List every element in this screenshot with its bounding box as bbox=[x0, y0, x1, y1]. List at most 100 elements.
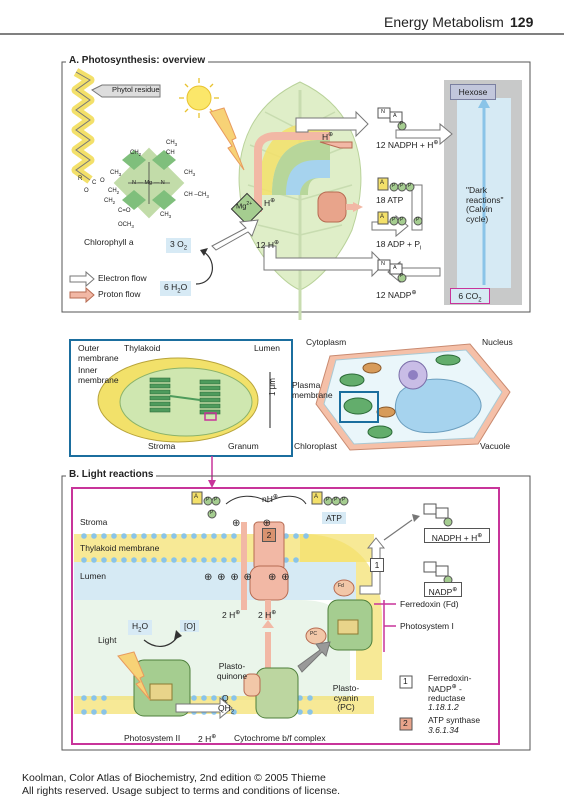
zoom-link-arrow bbox=[208, 480, 216, 488]
nad-letter-n-2: N bbox=[381, 261, 385, 267]
struct-ch2-b: CH2 bbox=[108, 188, 120, 196]
hexose-box: Hexose bbox=[450, 84, 496, 100]
legend-box2-num: 2 bbox=[403, 718, 408, 728]
legend-atp-synthase-box bbox=[399, 717, 413, 731]
adp-letter-p-3: P bbox=[416, 217, 420, 223]
cytochrome-label: Cytochrome b/f complex bbox=[234, 733, 326, 743]
pc-mark: PC bbox=[310, 631, 317, 637]
section-a-frame bbox=[61, 61, 531, 313]
adp-to-nh-arrow bbox=[225, 495, 269, 505]
struct-ch3-4: CH3 bbox=[160, 212, 172, 220]
stroma-protons: ⊕ ⊕ bbox=[232, 518, 272, 529]
struct-och3: OCH3 bbox=[118, 222, 134, 230]
adp-b-letter-p3: P bbox=[210, 510, 214, 516]
header-title: Energy Metabolism bbox=[384, 14, 504, 30]
ferredoxin-label: Ferredoxin (Fd) bbox=[400, 599, 459, 609]
atp-b-letter-a: A bbox=[314, 494, 319, 500]
nad-letter-p-2: P bbox=[400, 273, 404, 279]
water-label-b: H2O bbox=[128, 620, 153, 635]
h-plus-top: H⊕ bbox=[322, 131, 334, 142]
atp-letter-a-1: A bbox=[380, 180, 385, 186]
cytochrome-bf bbox=[243, 667, 299, 719]
chloroplast-inner bbox=[119, 367, 253, 437]
lumen-label-b: Lumen bbox=[80, 571, 106, 581]
adp-letter-p-1: P bbox=[392, 217, 396, 223]
struct-ch3-3: CH3 bbox=[184, 170, 196, 178]
stroma-label-inset: Stroma bbox=[148, 441, 176, 451]
adp-icon-b bbox=[191, 491, 221, 519]
h12-label: 12 H⊕ bbox=[256, 239, 279, 250]
water-split-arrowhead bbox=[200, 248, 208, 256]
water-oxidation-arrowhead bbox=[174, 630, 182, 640]
plastocyanin-label: Plasto- cyanin (PC) bbox=[332, 683, 360, 713]
vacuole-label: Vacuole bbox=[480, 441, 511, 451]
nadp-box-b: NADP⊕ bbox=[424, 582, 462, 597]
atp18-label: 18 ATP bbox=[376, 195, 404, 205]
mg-diamond bbox=[230, 192, 264, 226]
two-h-label-2: 2 H⊕ bbox=[258, 609, 277, 620]
legend-proton-arrow bbox=[69, 286, 95, 304]
legend-fnr-box bbox=[399, 675, 413, 689]
thylakoid-label: Thylakoid bbox=[124, 343, 161, 353]
atp-arrow-head bbox=[353, 202, 363, 212]
water-label: 6 H2O bbox=[160, 281, 192, 296]
photosystem-i-label: Photosystem I bbox=[400, 621, 454, 631]
footer-line-1: Koolman, Color Atlas of Biochemistry, 2n… bbox=[22, 772, 326, 784]
stroma-lamella bbox=[169, 395, 201, 401]
scale-label: 1 μm bbox=[268, 378, 277, 396]
fd-mark: Fd bbox=[338, 583, 344, 589]
lumen-lower bbox=[74, 600, 350, 700]
chloroplast-label: Chloroplast bbox=[294, 441, 337, 451]
atp-b-letter-p2: P bbox=[334, 497, 338, 503]
nadp12-label: 12 NADP⊕ bbox=[376, 289, 417, 300]
legend-electron-flow: Electron flow bbox=[98, 273, 147, 283]
nucleus-label: Nucleus bbox=[482, 337, 513, 347]
adp-icon-a bbox=[377, 211, 423, 226]
atp-letter-p-3: P bbox=[408, 183, 412, 189]
nad-letter-a-2: A bbox=[393, 265, 397, 271]
struct-ch3-2: CH3 bbox=[110, 170, 122, 178]
proton-arrowhead bbox=[262, 620, 274, 628]
atp-letter-p-2: P bbox=[400, 183, 404, 189]
lumen-region bbox=[74, 562, 356, 600]
nadph-out-arrowhead bbox=[412, 514, 420, 522]
enzyme-box-2: 2 bbox=[262, 528, 276, 542]
legend-electron-arrow bbox=[69, 270, 95, 288]
outer-membrane-label: Outer membrane bbox=[78, 343, 119, 363]
stroma-label-b: Stroma bbox=[80, 517, 108, 527]
dark-reactions-label: "Dark reactions" (Calvin cycle) bbox=[466, 185, 504, 224]
cytoplasm-label: Cytoplasm bbox=[306, 337, 347, 347]
lumen-protons: ⊕ ⊕ ⊕ ⊕ ⊕ ⊕ bbox=[204, 572, 291, 583]
sun-icon bbox=[179, 78, 219, 118]
q-label: Q bbox=[222, 693, 229, 703]
phytol-tail-line bbox=[75, 71, 91, 181]
phytol-callout bbox=[91, 84, 161, 98]
adp-b-letter-p2: P bbox=[214, 497, 218, 503]
struct-ch2-ch3: CH –CH3 bbox=[184, 192, 209, 200]
atp-label-b: ATP bbox=[322, 512, 346, 524]
atp-icon-a bbox=[377, 177, 415, 192]
nadph-label-a: 12 NADPH + H⊕ bbox=[376, 139, 439, 150]
struct-c: C bbox=[92, 180, 97, 186]
oxygen-label: 3 O2 bbox=[166, 238, 192, 253]
struct-r: R bbox=[78, 176, 83, 182]
adp-letter-a-1: A bbox=[380, 214, 385, 220]
cell-zoom-box bbox=[339, 391, 379, 423]
inner-membrane-label: Inner membrane bbox=[78, 365, 119, 385]
calvin-arrow-head bbox=[478, 97, 490, 108]
page-number: 129 bbox=[510, 14, 534, 30]
lipid-heads bbox=[81, 533, 313, 715]
nadph-icon-b bbox=[423, 503, 453, 527]
plasma-membrane-label: Plasma membrane bbox=[292, 380, 333, 400]
atp-synthase-label: ATP synthase 3.6.1.34 bbox=[428, 715, 481, 735]
atp-b-letter-p3: P bbox=[342, 497, 346, 503]
granum-label: Granum bbox=[228, 441, 259, 451]
qh2-label: QH2 bbox=[218, 703, 235, 716]
legend-box1-num: 1 bbox=[403, 676, 408, 686]
nadph-box-b: NADPH + H⊕ bbox=[424, 528, 490, 543]
nh-label: nH⊕ bbox=[262, 493, 278, 504]
struct-c-o: C=O bbox=[118, 208, 131, 214]
nadph-out-arrow bbox=[383, 519, 413, 541]
porphyrin-ring bbox=[113, 147, 185, 219]
